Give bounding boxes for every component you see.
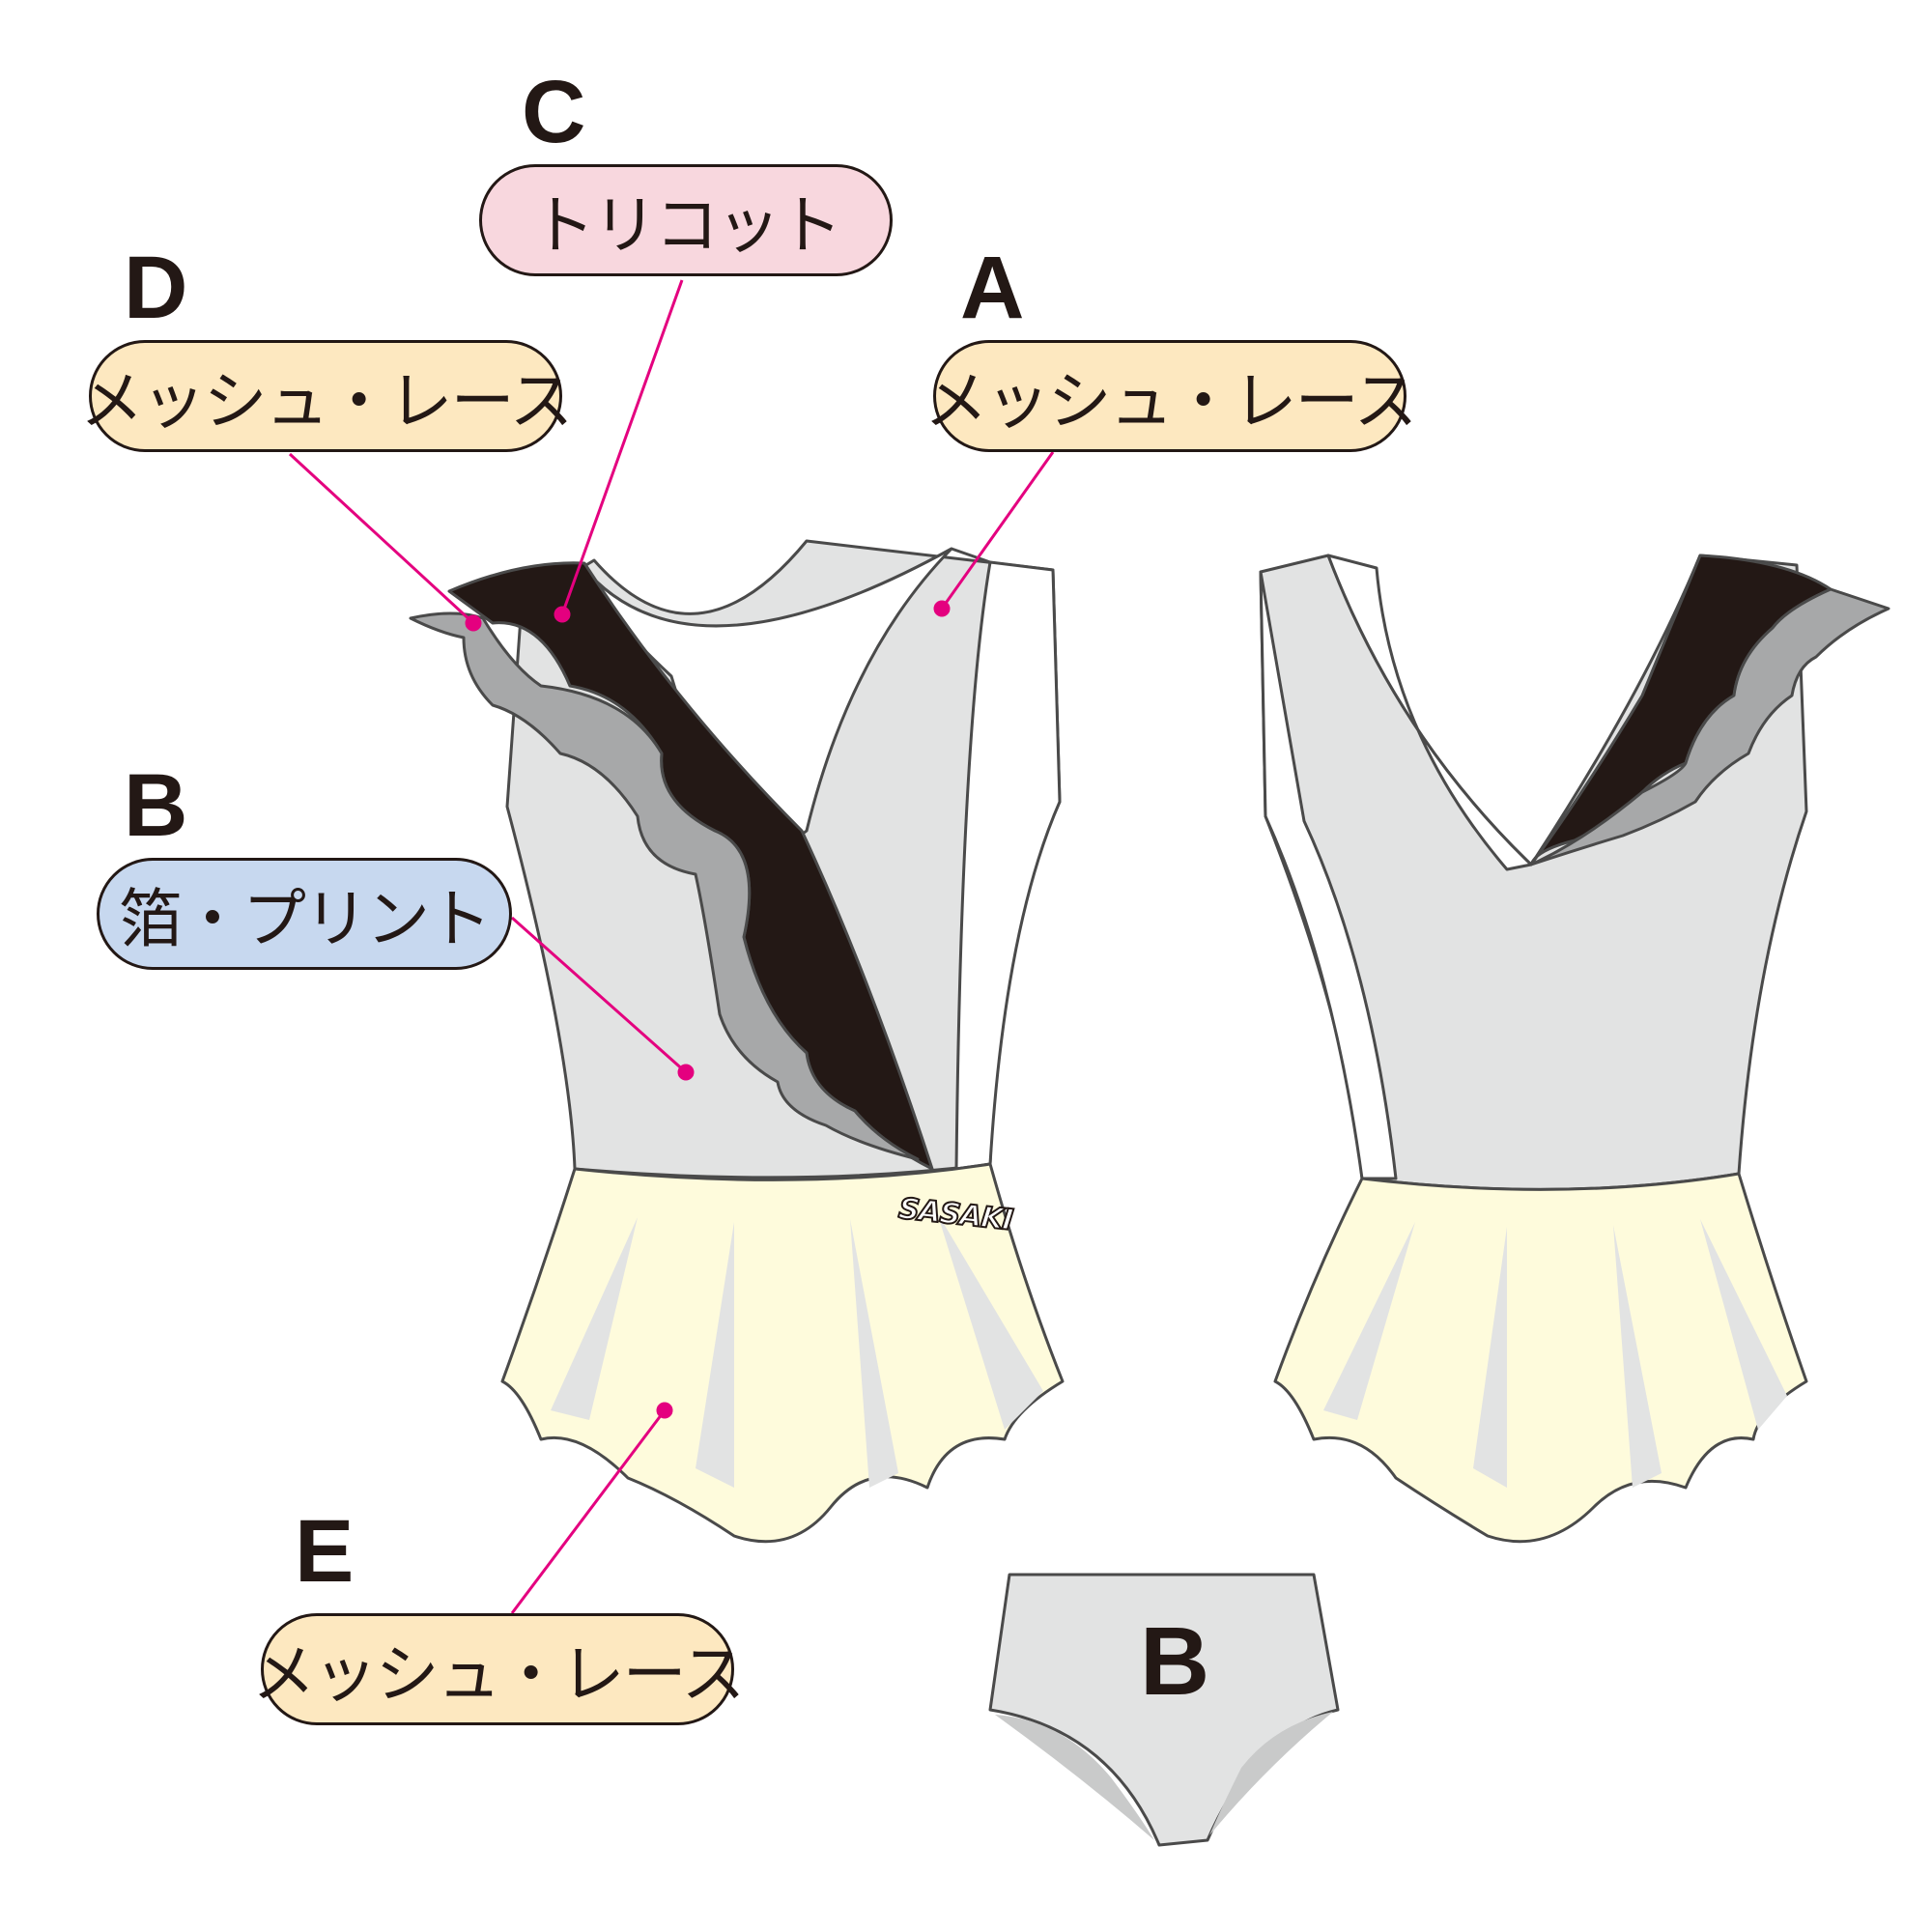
label-pill-e: メッシュ・レース [252,1613,745,1725]
label-pill-a: メッシュ・レース [924,340,1417,452]
briefs-letter-b: B [1140,1607,1210,1716]
front-ruffle-gray [409,611,920,1161]
leader-dot-b [677,1064,695,1081]
label-letter-a: A [960,239,1025,337]
back-leotard [1259,554,1890,1544]
label-letter-b: B [124,756,188,855]
label-pill-c: トリコット [479,164,893,276]
label-letter-e: E [295,1502,355,1601]
leader-lines [288,279,1055,1614]
leader-dot-c [554,606,571,623]
back-mesh-band [1259,554,1533,1180]
back-skirt [1273,1172,1808,1544]
briefs [988,1573,1340,1847]
back-ruffle-gray [1529,587,1890,867]
front-skirt [500,1162,1065,1544]
front-skirt-folds [551,1212,1043,1488]
leader-dot-e [656,1402,673,1419]
leader-dot-d [465,614,482,632]
label-letter-d: D [124,239,188,337]
label-pill-d: メッシュ・レース [80,340,573,452]
leader-dot-a [933,600,951,617]
label-pill-b: 箔・プリント [97,858,512,970]
label-letter-c: C [522,63,586,161]
front-leotard [409,539,1065,1544]
back-skirt-folds [1323,1219,1787,1488]
